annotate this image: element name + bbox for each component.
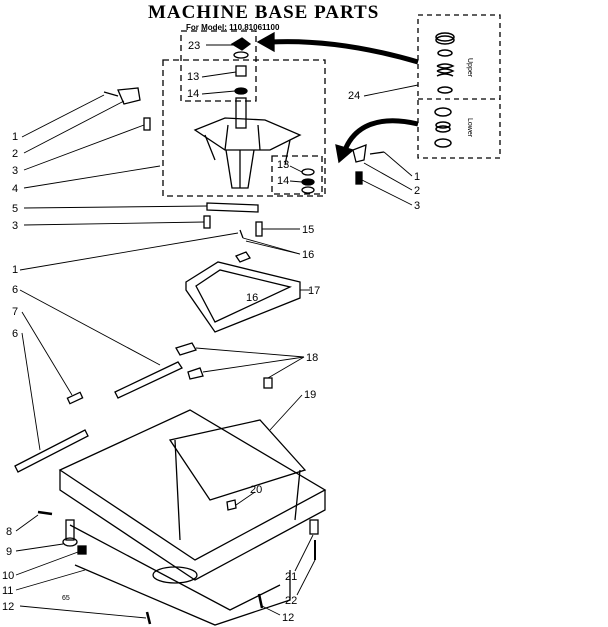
bottom-hardware: [37, 499, 319, 625]
callout-13-side: 13: [277, 159, 289, 171]
callout-15: 15: [302, 224, 314, 236]
upper-arrowhead: [256, 31, 275, 53]
callout-2-upper-left: 2: [12, 148, 18, 160]
callout-6-lower: 6: [12, 328, 18, 340]
callout-19: 19: [304, 389, 316, 401]
strap-and-pins: [203, 202, 263, 239]
leader-lines: [15, 44, 419, 619]
callout-17: 17: [308, 285, 320, 297]
callout-10: 10: [2, 570, 14, 582]
model-number: For Model: 110.81061100: [186, 23, 280, 32]
page-number: 65: [62, 595, 70, 602]
callout-18: 18: [306, 352, 318, 364]
callout-3-upper-left: 3: [12, 165, 18, 177]
callout-11: 11: [2, 585, 13, 597]
upper-arrow: [269, 39, 419, 65]
callout-20: 20: [250, 484, 262, 496]
callout-22: 22: [285, 595, 297, 607]
transmission-dashed-box: [162, 59, 326, 197]
callout-1-right: 1: [414, 171, 420, 183]
callout-14-side: 14: [277, 175, 289, 187]
side-bearing-dashed-box: [271, 155, 323, 195]
callout-9: 9: [6, 546, 12, 558]
machine-base-frame: [58, 409, 327, 626]
inset-box: [417, 14, 501, 159]
callout-6-upper: 6: [12, 284, 18, 296]
callout-4: 4: [12, 183, 18, 195]
callout-3-mid-left: 3: [12, 220, 18, 232]
pads: [175, 342, 273, 389]
callout-16-frame: 16: [246, 292, 258, 304]
callout-23: 23: [188, 40, 200, 52]
lower-arrow: [342, 118, 419, 152]
diagram-title: MACHINE BASE PARTS: [148, 2, 380, 23]
callout-5: 5: [12, 203, 18, 215]
top-bearing-dashed-box: [180, 30, 257, 102]
lower-arrowhead: [335, 144, 355, 164]
callout-12-right: 12: [282, 612, 294, 624]
inset-lower-parts: [434, 107, 452, 148]
lower-frame: [185, 251, 301, 333]
callout-3-right: 3: [414, 200, 420, 212]
callout-1-mid-left: 1: [12, 264, 18, 276]
left-clip-parts: [103, 87, 151, 131]
callout-7: 7: [12, 306, 18, 318]
callout-8: 8: [6, 526, 12, 538]
callout-21: 21: [285, 571, 297, 583]
rails-and-springs: [14, 361, 183, 473]
side-bearing-parts: [301, 168, 315, 194]
callout-14-top: 14: [187, 88, 199, 100]
callout-13-top: 13: [187, 71, 199, 83]
inset-lower-label: Lower: [466, 118, 473, 138]
transmission-assembly: [193, 97, 302, 189]
inset-upper-parts: [435, 32, 455, 94]
inset-upper-label: Upper: [466, 58, 473, 78]
callout-1-upper-left: 1: [12, 131, 18, 143]
callout-24: 24: [348, 90, 360, 102]
right-clip-parts: [352, 144, 385, 185]
callout-12-left: 12: [2, 601, 14, 613]
callout-2-right: 2: [414, 185, 420, 197]
top-bearing-stack: [230, 37, 252, 95]
callout-16-upper: 16: [302, 249, 314, 261]
